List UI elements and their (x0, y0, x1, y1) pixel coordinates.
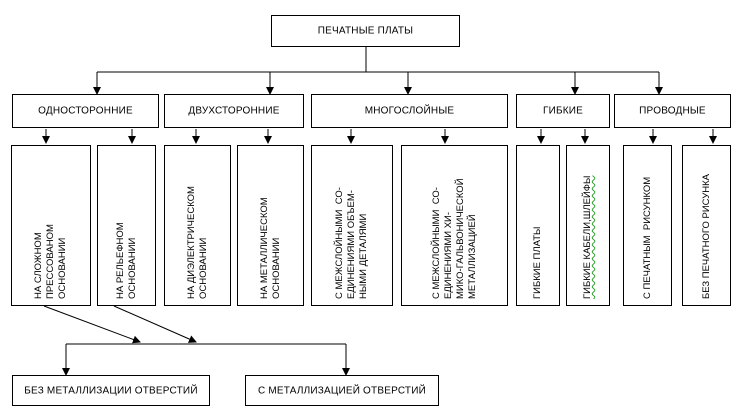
subtype-with-printed-pattern: С ПЕЧАТНЫМ РИСУНКОМ (623, 145, 672, 306)
subtype-without-printed-pattern: БЕЗ ПЕЧАТНОГО РИСУНКА (682, 145, 731, 306)
root-box: ПЕЧАТНЫЕ ПЛАТЫ (271, 15, 460, 47)
category-label: МНОГОСЛОЙНЫЕ (364, 105, 455, 117)
subtype-label: НА РЕЛЬЕФНОМ ОСНОВАНИИ (114, 222, 138, 299)
subtype-label: С МЕЖСЛОЙНЫМИ СО- ЕДИНЕНИЯМИ ХИ- МИКО-ГА… (430, 178, 478, 299)
subtype-label: НА ДИЭЛЕКТРИЧЕСКОМ ОСНОВАНИИ (185, 186, 209, 299)
subtype-label: С ПЕЧАТНЫМ РИСУНКОМ (641, 176, 653, 299)
category-wired: ПРОВОДНЫЕ (614, 94, 731, 128)
subtype-label: С МЕЖСЛОЙНЫМИ СО- ЕДИНЕНИЯМИ ОБЪЕМ- НЫМИ… (334, 187, 369, 299)
arrow-cross-2 (113, 305, 197, 343)
metallization-label: БЕЗ МЕТАЛЛИЗАЦИИ ОТВЕРСТИЙ (24, 385, 198, 396)
category-double-sided: ДВУХСТОРОННИЕ (164, 94, 304, 128)
with-metallization-box: С МЕТАЛЛИЗАЦИЕЙ ОТВЕРСТИЙ (245, 375, 439, 406)
category-label: ОДНОСТОРОННИЕ (38, 105, 133, 117)
subtype-label: ГИБКИЕ ПЛАТЫ (532, 226, 543, 299)
subtype-metal-base: НА МЕТАЛЛИЧЕСКОМ ОСНОВАНИИ (237, 145, 304, 306)
subtype-complex-pressed-base: НА СЛОЖНОМ ПРЕССОВАНОМ ОСНОВАНИИ (11, 145, 91, 306)
category-label: ПРОВОДНЫЕ (639, 105, 706, 117)
category-single-sided: ОДНОСТОРОННИЕ (12, 94, 159, 128)
category-multilayer: МНОГОСЛОЙНЫЕ (311, 94, 508, 128)
category-flexible: ГИБКИЕ (516, 94, 610, 128)
no-metallization-box: БЕЗ МЕТАЛЛИЗАЦИИ ОТВЕРСТИЙ (12, 375, 210, 406)
subtype-label: НА СЛОЖНОМ ПРЕССОВАНОМ ОСНОВАНИИ (33, 224, 68, 299)
category-label: ДВУХСТОРОННИЕ (188, 105, 280, 117)
subtype-chemical-galvanic-interlayer: С МЕЖСЛОЙНЫМИ СО- ЕДИНЕНИЯМИ ХИ- МИКО-ГА… (401, 145, 508, 306)
subtype-label: БЕЗ ПЕЧАТНОГО РИСУНКА (700, 174, 712, 299)
subtype-dielectric-base: НА ДИЭЛЕКТРИЧЕСКОМ ОСНОВАНИИ (164, 145, 231, 306)
subtype-label: НА МЕТАЛЛИЧЕСКОМ ОСНОВАНИИ (258, 197, 282, 299)
subtype-flexible-cables: ГИБКИЕ КАБЕЛИ,ШЛЕЙФЫ (566, 145, 610, 306)
arrow-cross-1 (43, 305, 141, 344)
subtype-flexible-boards: ГИБКИЕ ПЛАТЫ (516, 145, 560, 306)
subtype-relief-base: НА РЕЛЬЕФНОМ ОСНОВАНИИ (97, 145, 156, 306)
subtype-volumetric-interlayer: С МЕЖСЛОЙНЫМИ СО- ЕДИНЕНИЯМИ ОБЪЕМ- НЫМИ… (311, 145, 393, 306)
root-label: ПЕЧАТНЫЕ ПЛАТЫ (317, 25, 414, 37)
category-label: ГИБКИЕ (542, 105, 584, 117)
metallization-label: С МЕТАЛЛИЗАЦИЕЙ ОТВЕРСТИЙ (257, 385, 427, 396)
subtype-label: ГИБКИЕ КАБЕЛИ,ШЛЕЙФЫ (582, 175, 593, 299)
